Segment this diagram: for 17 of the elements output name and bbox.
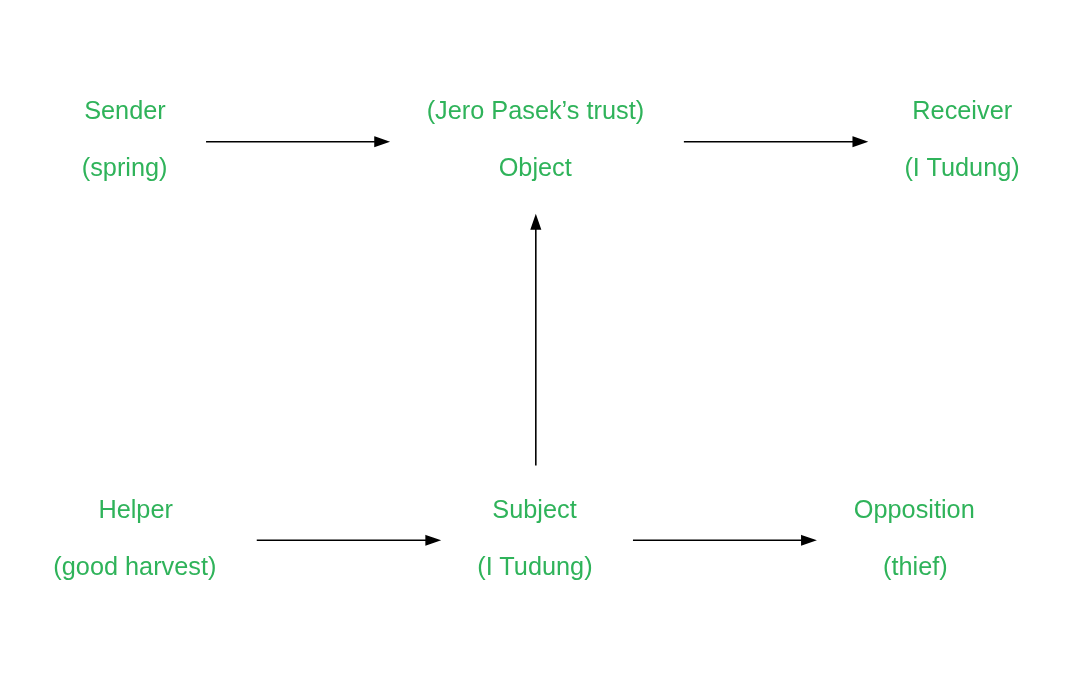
arrow bbox=[530, 213, 542, 467]
node-label: (good harvest) bbox=[53, 551, 217, 580]
arrow bbox=[205, 136, 391, 148]
node-text: Object bbox=[498, 153, 572, 182]
node-text: Subject bbox=[492, 494, 577, 523]
node-text: Receiver bbox=[912, 96, 1013, 125]
node-text: Sender bbox=[84, 96, 166, 125]
arrow bbox=[632, 534, 817, 546]
node-text: Helper bbox=[98, 494, 173, 523]
node-label: (I Tudung) bbox=[904, 153, 1020, 182]
node-label: (spring) bbox=[81, 153, 168, 182]
arrow bbox=[683, 136, 869, 148]
node-label: (I Tudung) bbox=[477, 551, 593, 580]
node-label: (Jero Pasek’s trust) bbox=[426, 96, 645, 125]
arrow bbox=[255, 534, 442, 546]
node-text: Opposition bbox=[853, 494, 975, 523]
node-label: (thief) bbox=[883, 551, 948, 580]
